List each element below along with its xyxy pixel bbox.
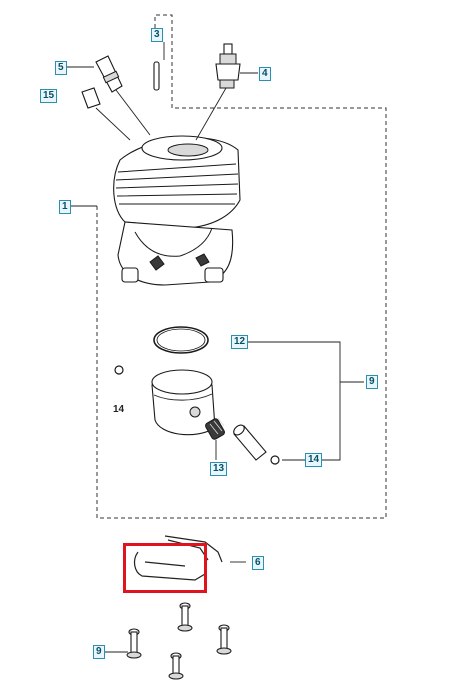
assembly-frame	[96, 14, 387, 519]
screw-2[interactable]	[126, 628, 142, 659]
callout-13[interactable]: 13	[210, 462, 228, 476]
callout-9-screws[interactable]: 9	[93, 645, 105, 659]
heat-shield[interactable]	[133, 535, 223, 581]
plug[interactable]	[81, 87, 131, 141]
screw-1[interactable]	[177, 602, 193, 632]
screw-4[interactable]	[168, 652, 184, 680]
callout-14[interactable]: 14	[305, 453, 323, 467]
needle-bearing[interactable]	[204, 417, 225, 441]
callout-12[interactable]: 12	[231, 335, 249, 349]
screw-3[interactable]	[216, 624, 232, 655]
circlip-right[interactable]	[270, 455, 280, 465]
callout-6[interactable]: 6	[252, 556, 264, 570]
callout-1[interactable]: 1	[59, 200, 71, 214]
callout-4[interactable]: 4	[259, 67, 271, 81]
spark-plug[interactable]	[195, 43, 241, 141]
piston-pin[interactable]	[232, 423, 267, 461]
callout-9-piston-kit[interactable]: 9	[366, 375, 378, 389]
decompression-pin[interactable]	[153, 61, 160, 91]
callout-5[interactable]: 5	[55, 61, 67, 75]
cylinder[interactable]	[113, 135, 241, 286]
piston-ring[interactable]	[153, 326, 209, 354]
callout-3[interactable]: 3	[151, 28, 163, 42]
circlip-left[interactable]	[114, 365, 124, 375]
callout-15[interactable]: 15	[40, 89, 58, 103]
decompression-valve[interactable]	[95, 55, 151, 136]
label-14-circlip: 14	[113, 404, 125, 415]
